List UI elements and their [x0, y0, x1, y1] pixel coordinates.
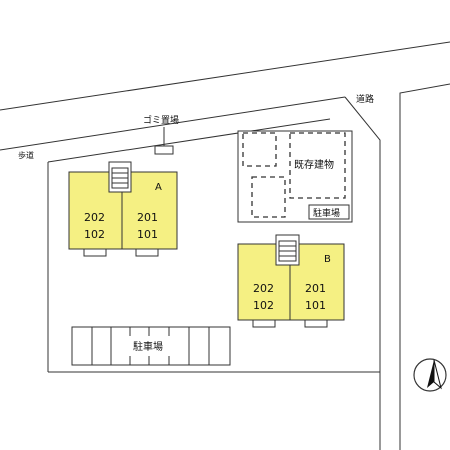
building-b-room: 101	[305, 299, 326, 312]
building-a-room: 202	[84, 211, 105, 224]
building-a-room: 102	[84, 228, 105, 241]
building-b-step-right	[304, 319, 328, 328]
road-right-edge	[399, 83, 450, 450]
building-a-step-right	[135, 248, 159, 257]
building-a-room: 101	[137, 228, 158, 241]
building-b-room: 102	[253, 299, 274, 312]
north-arrow-icon	[413, 358, 447, 392]
parking-small-box	[308, 204, 350, 220]
sidewalk-inner	[47, 118, 331, 163]
road-edge-upper	[0, 41, 450, 111]
parking-lot-label: 駐車場	[133, 340, 163, 353]
existing-building-dashed-3	[251, 176, 286, 218]
building-a-room: 201	[137, 211, 158, 224]
building-b-step-left	[252, 319, 276, 328]
existing-building-dashed-1	[242, 132, 277, 167]
road-left-edge	[344, 96, 381, 450]
building-b-room: 201	[305, 282, 326, 295]
parking-lot-outline	[71, 326, 231, 366]
existing-building-label: 既存建物	[294, 158, 334, 171]
parking-lot: 駐車場	[71, 326, 231, 366]
building-a: A 202 102 201 101	[68, 161, 178, 257]
road-label: 道路	[356, 93, 374, 105]
building-b: B 202 102 201 101	[237, 234, 345, 328]
building-a-step-left	[83, 248, 107, 257]
garbage-label: ゴミ置場	[143, 114, 179, 126]
building-b-room: 202	[253, 282, 274, 295]
sidewalk-label: 歩道	[18, 150, 34, 160]
building-b-name: B	[324, 254, 331, 265]
existing-building-dashed-2	[289, 132, 346, 199]
garbage-area	[154, 145, 174, 155]
parking-small-label: 駐車場	[313, 207, 340, 219]
sidewalk-edge	[0, 96, 346, 151]
building-a-name: A	[155, 182, 162, 193]
